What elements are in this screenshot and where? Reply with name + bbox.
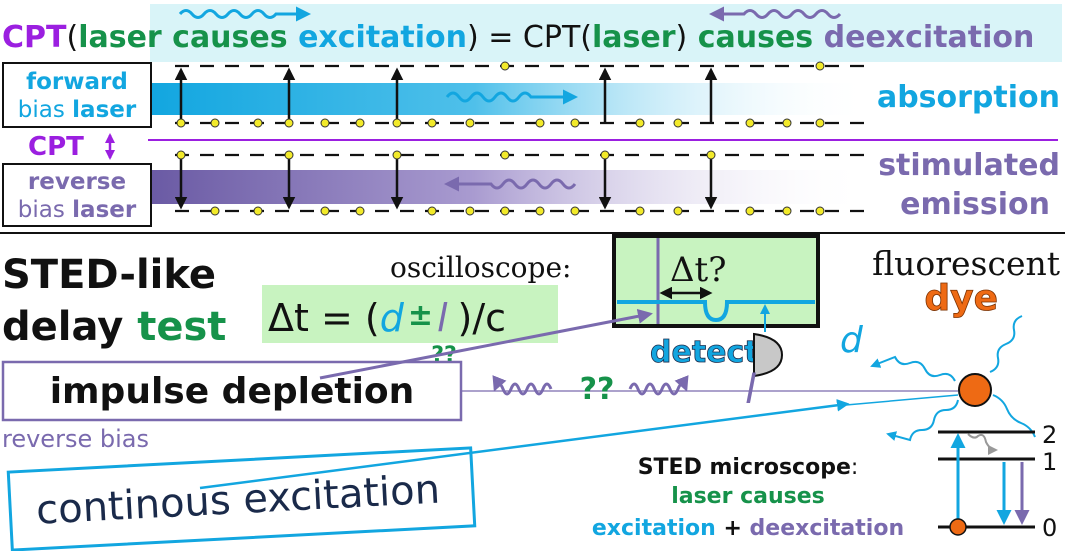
formula: Δt = (d±l)/c <box>268 296 506 340</box>
header-equation: CPT(laser causes excitation) = CPT(laser… <box>2 20 1034 55</box>
sted-microscope-line1: STED microscope: <box>638 455 859 480</box>
fluorescence-wave-right <box>992 394 1036 438</box>
unknown-delay-wave-2 <box>628 375 689 396</box>
impulse-depletion-box <box>1 360 463 422</box>
fluorescence-wave-left <box>870 355 956 382</box>
deexcitation-wave-arrow <box>709 6 842 22</box>
ground-state-electron <box>949 518 967 536</box>
unknown-delay-label: ?? <box>580 372 615 407</box>
excitation-wave-arrow <box>178 6 311 22</box>
header-causes: causes <box>698 20 813 55</box>
forward-bias-laser-box <box>2 62 152 128</box>
impulse-to-oscilloscope-arrow <box>319 308 653 380</box>
unknown-delay-wave <box>492 375 553 396</box>
oscilloscope-trace <box>617 300 815 323</box>
header-cpt-1: CPT <box>2 20 67 55</box>
reverse-bias-line1: reverse <box>28 169 126 195</box>
emission-arrows <box>174 156 718 210</box>
absorption-photon-arrow <box>445 89 578 105</box>
excitation-to-oscilloscope-arrow <box>199 399 850 490</box>
oscilloscope-label: oscilloscope: <box>390 251 571 284</box>
excitation-to-dye-line <box>845 394 959 406</box>
sted-title-line2: delay test <box>2 304 226 350</box>
impulse-depletion-label: impulse depletion <box>50 371 415 412</box>
reverse-bias-caption: reverse bias <box>2 425 149 453</box>
reverse-bias-line2: bias laser <box>18 197 137 223</box>
level-1-label: 1 <box>1042 448 1057 476</box>
level-0-label: 0 <box>1042 514 1057 542</box>
electron-dots <box>176 61 825 216</box>
header-laser-2: laser <box>592 20 676 55</box>
sted-energy-levels <box>938 430 1035 529</box>
fluorescence-wave-upright <box>989 315 1023 373</box>
cpt-mid-label: CPT <box>28 132 84 162</box>
dye-label: dye <box>924 278 998 319</box>
formula-box <box>262 285 558 343</box>
forward-bias-line2: bias laser <box>18 97 137 123</box>
stimulated-label: stimulated <box>878 148 1060 183</box>
sted-title-line1: STED-like <box>2 252 216 298</box>
fluorescence-wave-downleft <box>886 399 959 442</box>
absorption-label: absorption <box>877 80 1060 115</box>
reverse-bias-laser-box <box>2 163 152 227</box>
forward-bias-line1: forward <box>26 69 128 95</box>
dye-molecule <box>958 373 992 407</box>
l-label: l <box>745 367 756 413</box>
fluorescent-label: fluorescent <box>872 244 1060 283</box>
detector-icon <box>753 332 784 378</box>
detect-label: detect <box>650 335 759 370</box>
relaxation-arrow <box>967 433 998 455</box>
header-close-paren: ) <box>676 20 688 55</box>
sted-microscope-line3: excitation + deexcitation <box>592 516 904 541</box>
d-label: d <box>840 320 864 361</box>
continous-excitation-box <box>6 446 477 551</box>
level-2-label: 2 <box>1042 421 1057 449</box>
header-open-paren: ( <box>66 20 78 55</box>
header-deexcitation: deexcitation <box>824 20 1035 55</box>
emission-photon-arrow <box>444 176 577 192</box>
header-excitation: excitation <box>298 20 467 55</box>
reverse-bias-beam <box>150 170 870 204</box>
header-equals-cpt: ) = CPT( <box>467 20 592 55</box>
sted-microscope-line2: laser causes <box>671 484 825 509</box>
emission-label: emission <box>900 187 1050 222</box>
header-laser-causes: laser causes <box>78 20 287 55</box>
absorption-arrows <box>174 67 718 122</box>
oscilloscope-delta-t: Δt? <box>670 250 726 290</box>
